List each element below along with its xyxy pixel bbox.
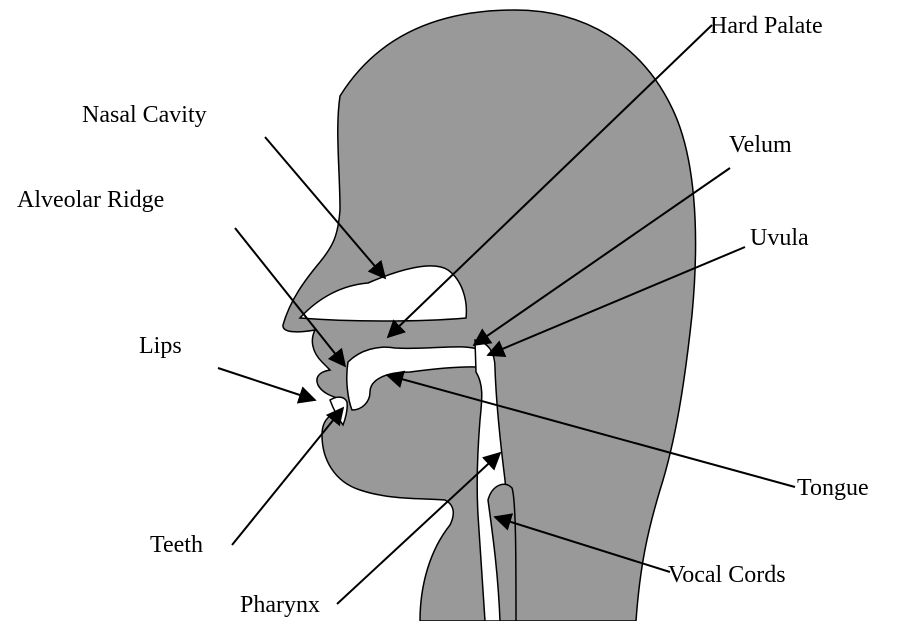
tongue-label: Tongue bbox=[797, 475, 869, 501]
velum-label: Velum bbox=[729, 132, 792, 158]
teeth-label: Teeth bbox=[150, 532, 203, 558]
nasal-cavity-label: Nasal Cavity bbox=[82, 102, 207, 128]
vocal-cords-label: Vocal Cords bbox=[668, 562, 786, 588]
lips-label: Lips bbox=[139, 333, 182, 359]
uvula-label: Uvula bbox=[750, 225, 809, 251]
teeth-arrow bbox=[232, 408, 343, 545]
hard-palate-label: Hard Palate bbox=[710, 13, 823, 39]
alveolar-ridge-label: Alveolar Ridge bbox=[17, 187, 164, 213]
lips-arrow bbox=[218, 368, 315, 400]
pharynx-label: Pharynx bbox=[240, 592, 320, 618]
